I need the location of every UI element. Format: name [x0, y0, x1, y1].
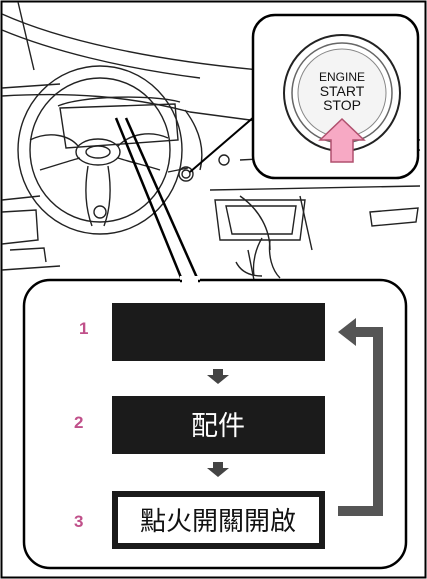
mode-box-off [112, 303, 325, 361]
press-arrow-icon [318, 117, 366, 163]
engine-start-stop-button[interactable]: ENGINE START STOP [319, 70, 365, 113]
mode-box-ignition-on-inner [118, 497, 319, 543]
cycle-back-arrow-icon [338, 318, 383, 516]
step-number-2: 2 [74, 413, 83, 432]
inset-leader-line [189, 109, 263, 173]
mode-box-ignition-on-label: 點火開關開啟 [140, 507, 296, 537]
engine-button-label-line3: STOP [323, 97, 361, 113]
engine-button-label-line2: START [320, 83, 365, 99]
mode-box-accessory-label: 配件 [191, 411, 245, 442]
down-arrow-icon [207, 462, 229, 477]
down-arrow-icon [207, 369, 229, 384]
engine-button-inset: ENGINE START STOP [251, 13, 420, 180]
engine-button-label-line1: ENGINE [319, 70, 365, 84]
step-number-1: 1 [79, 319, 88, 338]
mode-box-accessory [112, 396, 325, 454]
step-number-3: 3 [74, 512, 83, 531]
